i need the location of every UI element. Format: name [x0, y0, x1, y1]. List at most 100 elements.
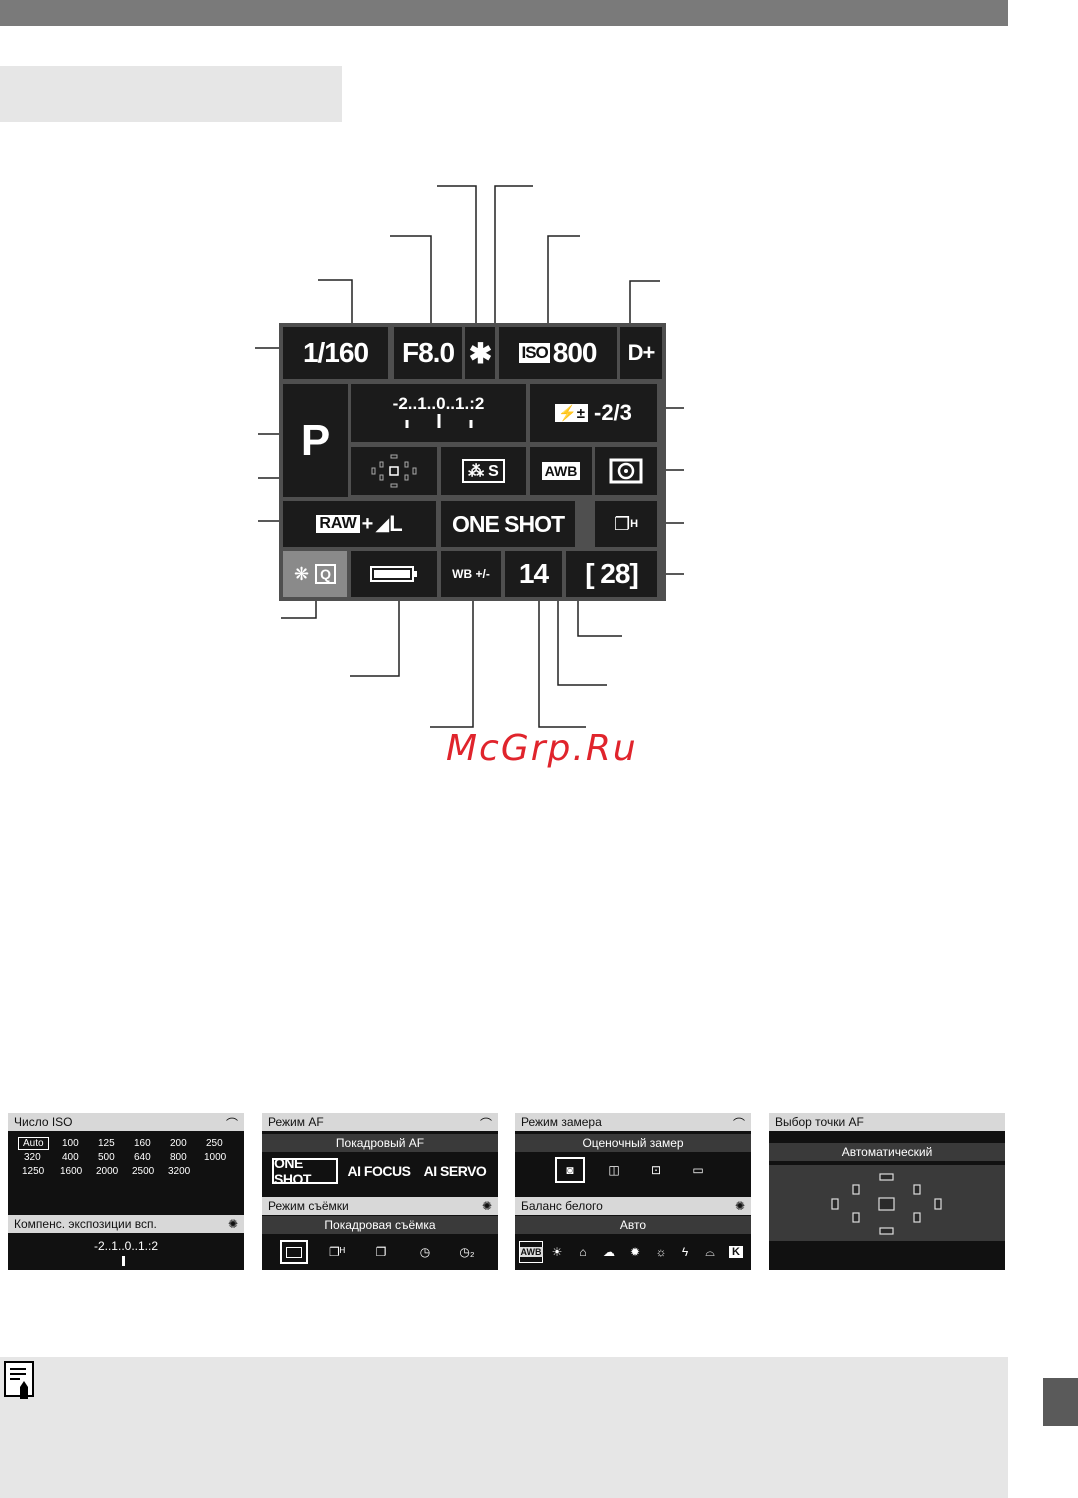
iso-option[interactable]: 125	[98, 1138, 115, 1149]
shots-remaining: [ 28]	[566, 551, 657, 597]
flash-comp-marker	[122, 1256, 125, 1266]
iso-option[interactable]: 2000	[96, 1166, 119, 1177]
self-timer-2s-icon[interactable]: ◷₂	[459, 1245, 475, 1259]
iso-option[interactable]: 200	[170, 1138, 187, 1149]
af-title-text: Режим AF	[268, 1115, 324, 1129]
shooting-mode: P	[283, 384, 348, 497]
iso-option[interactable]: 1000	[204, 1152, 227, 1163]
iso-title-text: Число ISO	[14, 1115, 73, 1129]
asterisk-icon: ✱	[468, 337, 492, 369]
metering-title-text: Режим замера	[521, 1115, 602, 1129]
ae-lock-asterisk: ✱	[465, 327, 495, 379]
raw-badge-icon: RAW	[316, 515, 360, 533]
drive-suffix: H	[630, 518, 639, 530]
af-option-ai-servo[interactable]: AI SERVO	[423, 1163, 487, 1179]
single-shot-icon[interactable]	[280, 1240, 308, 1264]
exposure-level-indicator[interactable]: -2..1..0..1.:2	[351, 384, 526, 442]
af-mode-header: Режим AF ⌒	[262, 1113, 498, 1131]
custom-wb-icon[interactable]: ⌓	[705, 1244, 715, 1259]
continuous-shooting-icon: ❐	[613, 513, 631, 534]
wb-correction[interactable]: WB +/-	[441, 551, 501, 597]
iso-option[interactable]: 1250	[22, 1166, 45, 1177]
kelvin-icon[interactable]: K	[725, 1241, 747, 1263]
high-speed-continuous-icon[interactable]: ❐ᴴ	[329, 1245, 345, 1259]
white-balance[interactable]: AWB	[530, 447, 592, 495]
exposure-scale: -2..1..0..1.:2	[392, 394, 485, 413]
image-quality[interactable]: RAW + ◢ L	[283, 501, 436, 547]
wb-awb-text: AWB	[519, 1247, 543, 1257]
quick-control-screen: 1/160 F8.0 ✱ ISO 800 D+ P -2..1..0..1.:2…	[279, 323, 666, 601]
self-timer-10s-icon[interactable]: ◷	[419, 1245, 431, 1259]
iso-option[interactable]: 800	[170, 1152, 187, 1163]
wb-header: Баланс белого ✺	[515, 1197, 751, 1215]
drive-selected-label: Покадровая съёмка	[262, 1216, 498, 1234]
quality-size: L	[389, 511, 403, 536]
back-arc-icon: ⌒	[732, 1117, 745, 1131]
af-point-map-icon[interactable]	[769, 1165, 1005, 1241]
iso-option[interactable]: 1600	[60, 1166, 83, 1177]
drive-mode-header: Режим съёмки✺	[262, 1197, 498, 1215]
iso-option[interactable]: 500	[98, 1152, 115, 1163]
iso-option[interactable]: Auto	[18, 1137, 49, 1150]
low-speed-continuous-icon[interactable]: ❐	[375, 1245, 387, 1259]
iso-option[interactable]: 3200	[168, 1166, 191, 1177]
iso-value: 800	[552, 337, 598, 368]
watermark: McGrp.Ru	[446, 728, 638, 769]
spot-metering-icon[interactable]: ⊡	[650, 1163, 662, 1177]
quick-control-button[interactable]: ❋ Q	[283, 551, 347, 597]
iso-speed[interactable]: ISO 800	[499, 327, 617, 379]
metering-mode[interactable]	[595, 447, 657, 495]
drive-title-text: Режим съёмки	[268, 1199, 349, 1213]
iso-option[interactable]: 2500	[132, 1166, 155, 1177]
af-selected-label: Покадровый AF	[262, 1134, 498, 1152]
flash-icon[interactable]: ϟ	[681, 1245, 689, 1259]
flash-exposure-comp[interactable]: ⚡± -2/3	[530, 384, 657, 442]
quick-control-icon: ❋	[294, 563, 310, 584]
af-option-ai-focus[interactable]: AI FOCUS	[347, 1163, 411, 1179]
back-arc-icon: ⌒	[225, 1117, 238, 1131]
back-arc-icon: ⌒	[479, 1117, 492, 1131]
iso-option[interactable]: 320	[24, 1152, 41, 1163]
af-points-icon	[371, 454, 417, 488]
iso-option[interactable]: 640	[134, 1152, 151, 1163]
section-heading-box	[0, 66, 342, 122]
center-weighted-icon[interactable]: ▭	[692, 1163, 704, 1177]
daylight-icon[interactable]: ☀	[551, 1245, 563, 1259]
af-option-one-shot[interactable]: ONE SHOT	[272, 1155, 338, 1187]
af-point-selection[interactable]	[351, 447, 437, 495]
drive-mode[interactable]: ❐ H	[595, 501, 657, 547]
partial-metering-icon[interactable]: ◫	[608, 1163, 620, 1177]
af-point-title-text: Выбор точки AF	[775, 1115, 864, 1129]
tungsten-icon[interactable]: ✹	[629, 1245, 641, 1259]
jpeg-fine-icon: ◢	[375, 513, 390, 534]
af-operation[interactable]: ONE SHOT	[441, 501, 575, 547]
battery-level	[351, 551, 437, 597]
max-burst: 14	[505, 551, 562, 597]
wb-title-text: Баланс белого	[521, 1199, 603, 1213]
sun-dial-icon: ✺	[734, 1199, 745, 1213]
af-point-area	[769, 1165, 1005, 1241]
iso-option[interactable]: 400	[62, 1152, 79, 1163]
iso-option[interactable]: 160	[134, 1138, 151, 1149]
wb-awb-icon[interactable]: AWB	[519, 1241, 543, 1263]
shade-icon[interactable]: ⌂	[579, 1245, 587, 1259]
flash-comp-value: -2/3	[594, 400, 632, 425]
af-mode-screen: Режим AF ⌒ Покадровый AF ONE SHOT AI FOCU…	[262, 1113, 498, 1270]
highlight-tone-priority: D+	[620, 327, 662, 379]
iso-option[interactable]: 250	[206, 1138, 223, 1149]
cloudy-icon[interactable]: ☁	[603, 1245, 615, 1259]
battery-icon	[370, 566, 417, 582]
wb-selected-label: Авто	[515, 1216, 751, 1234]
fluorescent-icon[interactable]: ☼	[655, 1245, 667, 1259]
evaluative-metering-option-icon[interactable]: ◙	[555, 1157, 585, 1183]
q-icon: Q	[315, 564, 336, 584]
picture-style[interactable]: ⁂S	[441, 447, 526, 495]
shutter-speed[interactable]: 1/160	[283, 327, 388, 379]
flash-comp-scale[interactable]: -2..1..0..1.:2	[93, 1239, 159, 1253]
af-point-selected-label: Автоматический	[769, 1143, 1005, 1161]
picture-style-icon: ⁂S	[462, 459, 505, 483]
aperture-value[interactable]: F8.0	[394, 327, 462, 379]
note-pencil-icon	[4, 1361, 34, 1399]
iso-option[interactable]: 100	[62, 1138, 79, 1149]
quality-plus: +	[361, 512, 374, 535]
